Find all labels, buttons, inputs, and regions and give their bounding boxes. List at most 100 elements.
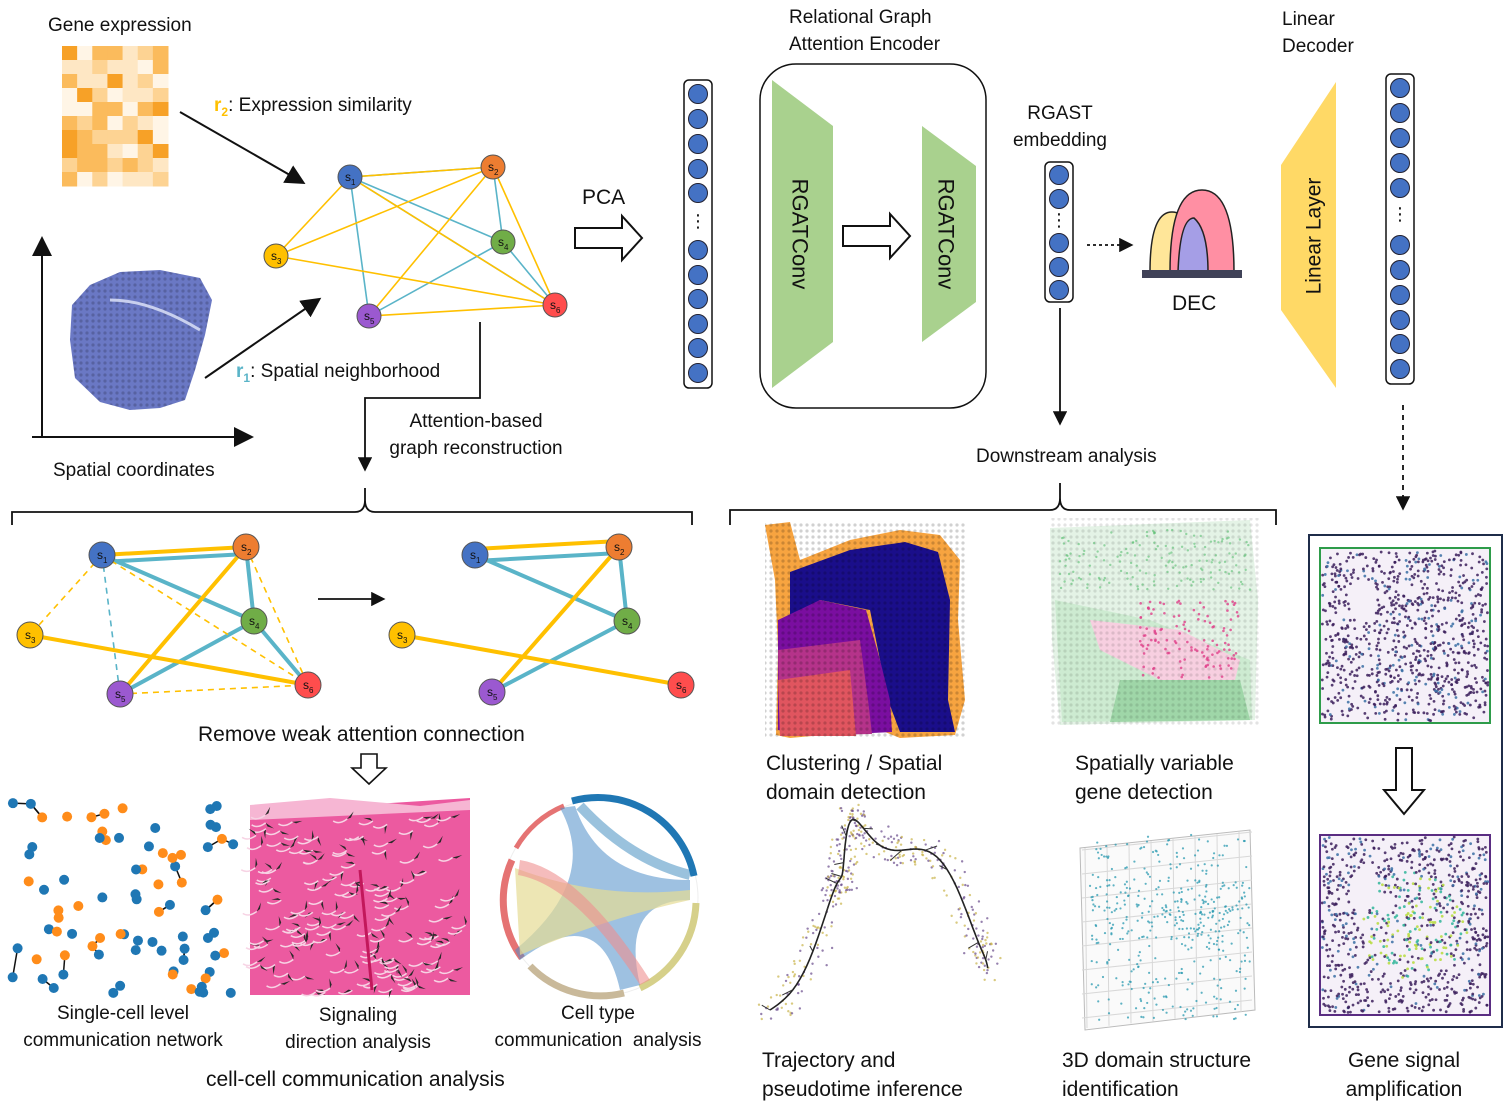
celltype-line2: communication analysis: [494, 1030, 702, 1051]
dec-label: DEC: [1172, 292, 1217, 315]
svg-line1: Spatially variable: [1075, 752, 1234, 775]
node-s3: s3: [263, 243, 289, 269]
spatial-graph: s1 s2 s3 s4 s5 s6: [263, 154, 568, 329]
pca-arrow: [574, 213, 644, 263]
rgast-embedding-line1: RGAST: [1027, 103, 1093, 124]
svg-text:s1: s1: [97, 548, 108, 565]
rgatconv-label-1: RGATConv: [787, 178, 813, 290]
gene-expression-label: Gene expression: [48, 15, 192, 36]
node-s1: s1: [88, 541, 116, 569]
node-s2: s2: [480, 154, 506, 180]
signaling-direction-image: [240, 798, 470, 999]
linear-layer-label: Linear Layer: [1302, 177, 1326, 295]
tissue-image: [70, 270, 212, 410]
gene-expression-heatmap: [62, 46, 169, 187]
domain3d-line2: identification: [1062, 1078, 1179, 1101]
encoder-title-line1: Relational Graph: [789, 7, 932, 28]
celltype-chord-image: [499, 794, 700, 1000]
rgatconv-layer-2: [922, 126, 976, 342]
decoder-title-line2: Decoder: [1282, 36, 1354, 57]
svg-text:s3: s3: [271, 249, 282, 266]
trajectory-line1: Trajectory and: [762, 1049, 896, 1072]
node-s6: s6: [294, 671, 322, 699]
attention-recon-line1: Attention-based: [409, 411, 543, 432]
svg-text:s1: s1: [470, 548, 481, 565]
svg-text:s6: s6: [676, 678, 687, 695]
remove-weak-label: Remove weak attention connection: [198, 723, 525, 746]
clustering-line1: Clustering / Spatial: [766, 752, 943, 775]
attention-graph: s1 s2 s3 s4 s5 s6: [16, 533, 322, 708]
node-s6: s6: [542, 292, 568, 318]
pca-vector: ⋮: [683, 79, 713, 389]
ellipsis: ⋮: [1050, 210, 1068, 231]
celltype-line1: Cell type: [561, 1003, 635, 1024]
dec-icon: [1142, 189, 1242, 278]
arrow-spatial: [204, 297, 322, 379]
spatially-variable-gene-image: [1050, 518, 1260, 726]
clustering-domain-image: [765, 522, 965, 738]
rgatconv-label-2: RGATConv: [933, 178, 959, 290]
node-s3: s3: [16, 621, 44, 649]
spatial-neighborhood-label: r1: Spatial neighborhood: [236, 361, 441, 385]
svg-text:s3: s3: [25, 628, 36, 645]
downstream-brace: [729, 483, 1277, 525]
ccc-label: cell-cell communication analysis: [206, 1068, 505, 1091]
svg-text:s2: s2: [488, 160, 499, 177]
signaling-line1: Signaling: [318, 1005, 398, 1026]
pca-label: PCA: [582, 186, 626, 209]
spatial-coordinates-label: Spatial coordinates: [53, 460, 215, 481]
attention-recon-line2: graph reconstruction: [389, 438, 563, 459]
svg-text:s2: s2: [614, 540, 625, 557]
trajectory-line2: pseudotime inference: [762, 1078, 963, 1101]
amplification-line2: amplification: [1345, 1078, 1463, 1101]
arrow-to-reconstruction: [357, 322, 481, 472]
amplification-panel: [1308, 534, 1503, 1028]
amplification-line1: Gene signal: [1347, 1049, 1461, 1072]
node-s5: s5: [106, 680, 134, 708]
node-s3: s3: [388, 621, 416, 649]
encoder-box: [759, 63, 987, 409]
svg-text:s6: s6: [550, 298, 561, 315]
rgast-embedding-vector: ⋮: [1044, 161, 1074, 303]
output-vector: ⋮: [1385, 73, 1415, 385]
svg-text:s4: s4: [622, 614, 633, 631]
linear-layer: [1281, 82, 1336, 388]
spatial-axes: [32, 236, 254, 447]
node-s6: s6: [667, 671, 695, 699]
domain3d-line1: 3D domain structure: [1062, 1049, 1252, 1072]
node-s2: s2: [605, 533, 633, 561]
svg-line2: gene detection: [1075, 781, 1213, 804]
rgatconv-layer-1: [772, 80, 833, 388]
signaling-line2: direction analysis: [285, 1032, 431, 1053]
svg-text:s1: s1: [345, 170, 356, 187]
svg-text:s5: s5: [487, 685, 498, 702]
ellipsis: ⋮: [1391, 204, 1409, 225]
down-arrow: [349, 753, 389, 786]
node-s5: s5: [356, 303, 382, 329]
node-s1: s1: [461, 541, 489, 569]
decoder-title-line1: Linear: [1282, 9, 1335, 30]
single-cell-line2: communication network: [23, 1030, 223, 1051]
svg-text:s4: s4: [249, 614, 260, 631]
node-s2: s2: [232, 533, 260, 561]
3d-domain-image: [1079, 829, 1256, 1031]
downstream-label: Downstream analysis: [976, 446, 1157, 467]
svg-text:s4: s4: [498, 235, 509, 252]
node-s4: s4: [490, 229, 516, 255]
single-cell-line1: Single-cell level: [56, 1003, 190, 1024]
expression-similarity-label: r2: Expression similarity: [214, 95, 412, 119]
node-s4: s4: [613, 607, 641, 635]
reconstruction-brace: [11, 488, 693, 525]
svg-text:s2: s2: [241, 540, 252, 557]
clustering-line2: domain detection: [766, 781, 926, 804]
node-s4: s4: [240, 607, 268, 635]
pruned-graph: s1 s2 s3 s4 s5 s6: [388, 533, 695, 706]
rgast-embedding-line2: embedding: [1012, 130, 1108, 151]
encoder-title-line2: Attention Encoder: [789, 34, 941, 55]
svg-text:s5: s5: [364, 309, 375, 326]
single-cell-network-image: [7, 798, 239, 998]
arrow-expression: [179, 111, 306, 184]
svg-text:s5: s5: [115, 687, 126, 704]
node-s5: s5: [478, 678, 506, 706]
